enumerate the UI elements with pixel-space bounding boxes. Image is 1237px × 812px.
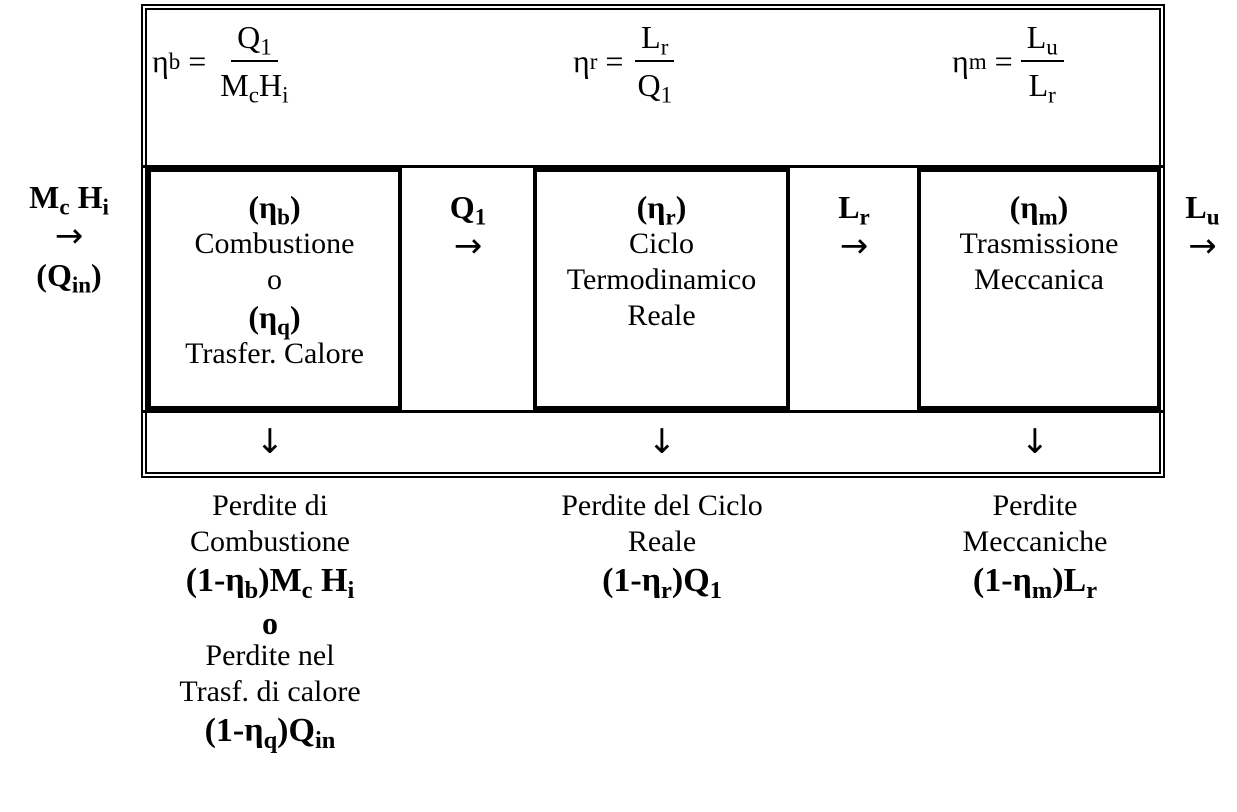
down-arrow-icon: ↓ <box>255 422 285 462</box>
flow-q1-arrow-icon: → <box>453 226 483 266</box>
block-combustion: (ηb) Combustione o (ηq) Trasfer. Calore <box>147 168 402 410</box>
block-transmission: (ηm) Trasmissione Meccanica <box>917 168 1161 410</box>
down-arrow-icon: ↓ <box>647 422 677 462</box>
outer-frame <box>141 4 1165 478</box>
lower-divider <box>141 410 1165 413</box>
flow-lr-arrow-icon: → <box>839 226 869 266</box>
flow-lu: Lu → <box>1168 188 1237 266</box>
input-arrow-icon: → <box>54 216 84 256</box>
losses-combustion: Perdite di Combustione (1-ηb)Mc Hi o Per… <box>179 489 361 754</box>
flow-lu-arrow-icon: → <box>1188 226 1217 266</box>
losses-mechanical: Perdite Meccaniche (1-ηm)Lr <box>962 489 1108 604</box>
down-arrow-icon: ↓ <box>1020 422 1050 462</box>
upper-divider <box>141 165 1165 168</box>
block-cycle: (ηr) Ciclo Termodinamico Reale <box>533 168 790 410</box>
input-label: Mc Hi → (Qin) <box>0 178 138 296</box>
flow-q1: Q1 → <box>420 188 516 266</box>
losses-cycle: Perdite del Ciclo Reale (1-ηr)Q1 <box>561 489 763 604</box>
flow-lr: Lr → <box>806 188 902 266</box>
